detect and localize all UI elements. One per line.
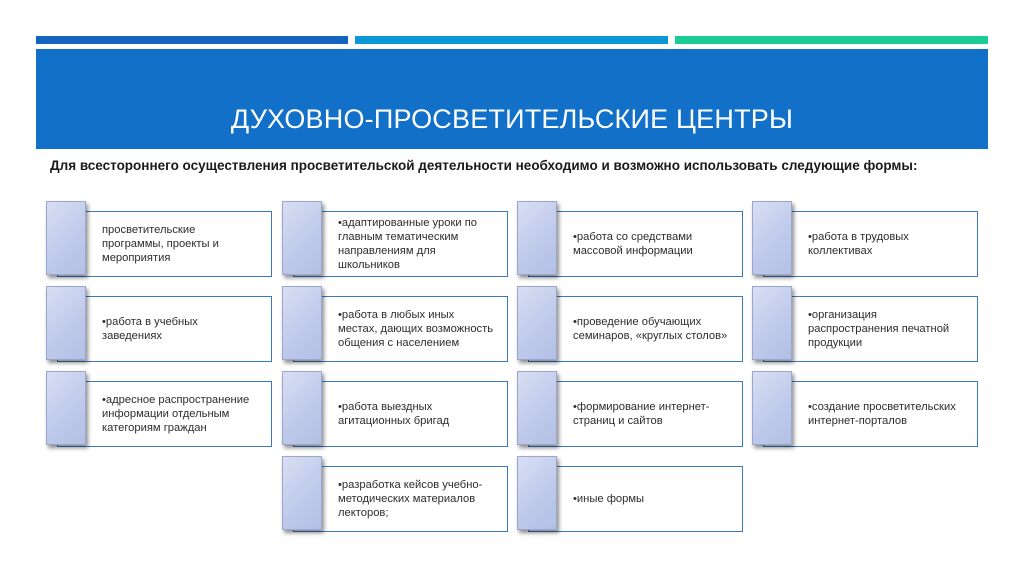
card-text: •работа в учебных заведениях — [102, 316, 198, 342]
form-card: •работа со средствами массовой информаци… — [517, 201, 747, 277]
card-text: •адаптированные уроки по главным тематич… — [338, 217, 477, 271]
form-card: •работа в учебных заведениях — [46, 286, 276, 362]
card-text: •работа выездных агитационных бригад — [338, 401, 450, 427]
card-frame — [763, 296, 978, 362]
card-text: •разработка кейсов учебно- методических … — [338, 479, 483, 519]
card-tile-icon — [517, 456, 557, 530]
card-text: •организация распространения печатной пр… — [808, 309, 950, 349]
form-card: •адаптированные уроки по главным тематич… — [282, 201, 512, 277]
card-tile-icon — [282, 456, 322, 530]
form-card: •работа в любых иных местах, дающих возм… — [282, 286, 512, 362]
intro-text: Для всестороннего осуществления просвети… — [50, 158, 918, 173]
card-tile-icon — [46, 371, 86, 445]
card-text: •формирование интернет- страниц и сайтов — [573, 401, 710, 427]
card-frame — [57, 211, 272, 277]
card-tile-icon — [517, 286, 557, 360]
card-text: •работа в любых иных местах, дающих возм… — [338, 309, 494, 349]
card-frame — [763, 211, 978, 277]
card-frame — [293, 211, 508, 277]
card-text: •иные формы — [573, 493, 645, 505]
form-card: •проведение обучающих семинаров, «круглы… — [517, 286, 747, 362]
card-frame — [293, 296, 508, 362]
card-tile-icon — [282, 201, 322, 275]
form-card: •адресное распространение информации отд… — [46, 371, 276, 447]
card-tile-icon — [752, 201, 792, 275]
form-card: •разработка кейсов учебно- методических … — [282, 456, 512, 532]
card-tile-icon — [282, 371, 322, 445]
title-banner: ДУХОВНО-ПРОСВЕТИТЕЛЬСКИЕ ЦЕНТРЫ — [36, 49, 988, 149]
card-text: просветительские программы, проекты и ме… — [102, 224, 219, 264]
card-frame — [57, 296, 272, 362]
accent-bar-dark-blue — [36, 36, 348, 44]
card-frame — [763, 381, 978, 447]
card-frame — [293, 381, 508, 447]
form-card: •иные формы — [517, 456, 747, 532]
card-text: •адресное распространение информации отд… — [102, 394, 250, 434]
page-title: ДУХОВНО-ПРОСВЕТИТЕЛЬСКИЕ ЦЕНТРЫ — [230, 104, 794, 134]
form-card: •работа в трудовых коллективах — [752, 201, 982, 277]
card-tile-icon — [46, 201, 86, 275]
card-frame — [528, 466, 743, 532]
card-tile-icon — [752, 286, 792, 360]
card-tile-icon — [517, 201, 557, 275]
accent-bar-light-blue — [355, 36, 668, 44]
accent-bar-green — [675, 36, 988, 44]
form-card: •формирование интернет- страниц и сайтов — [517, 371, 747, 447]
card-frame — [528, 381, 743, 447]
form-card: •работа выездных агитационных бригад — [282, 371, 512, 447]
card-text: •проведение обучающих семинаров, «круглы… — [573, 316, 728, 342]
card-text: •работа в трудовых коллективах — [808, 231, 909, 257]
card-frame — [57, 381, 272, 447]
card-text: •работа со средствами массовой информаци… — [573, 231, 693, 257]
form-card: •организация распространения печатной пр… — [752, 286, 982, 362]
card-tile-icon — [282, 286, 322, 360]
card-tile-icon — [752, 371, 792, 445]
card-tile-icon — [517, 371, 557, 445]
card-tile-icon — [46, 286, 86, 360]
form-card: просветительские программы, проекты и ме… — [46, 201, 276, 277]
card-frame — [528, 211, 743, 277]
form-card: •создание просветительских интернет-порт… — [752, 371, 982, 447]
card-text: •создание просветительских интернет-порт… — [808, 401, 956, 427]
